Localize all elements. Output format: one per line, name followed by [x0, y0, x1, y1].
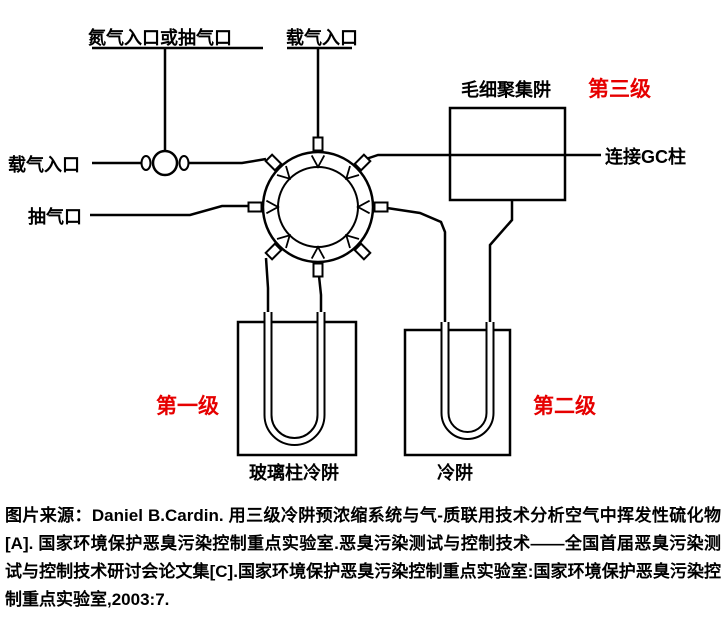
label-cold-trap: 冷阱: [437, 463, 473, 483]
label-carrier-inlet-left: 载气入口: [8, 155, 80, 175]
three-way-valve-icon: [140, 149, 267, 177]
eight-port-valve-icon: [247, 136, 389, 278]
carrier-top-line: [287, 46, 352, 146]
tube-extension-lines: [264, 200, 514, 326]
label-stage1: 第一级: [156, 395, 219, 418]
gc-column-line: [365, 153, 601, 161]
caption-source: 图片来源：Daniel B.Cardin. 用三级冷阱预浓缩系统与气-质联用技术…: [5, 506, 721, 609]
nitrogen-inlet-line: [92, 46, 263, 152]
pump-port-line: [90, 204, 252, 217]
label-stage2: 第二级: [533, 395, 596, 418]
stage2-u-tube: [440, 322, 495, 440]
valve-port-stubs: [247, 136, 389, 278]
label-capillary-trap: 毛细聚集阱: [461, 80, 551, 100]
label-stage3: 第三级: [588, 78, 651, 101]
stage1-u-tube: [263, 312, 326, 446]
diagram-canvas: [90, 46, 601, 457]
stage1-trap-box: [236, 320, 358, 457]
label-glass-column-trap: 玻璃柱冷阱: [249, 463, 339, 483]
label-gc-column: 连接GC柱: [605, 147, 686, 167]
valve-channel-chevrons: [265, 154, 371, 260]
label-pump-port: 抽气口: [28, 207, 82, 227]
label-carrier-inlet-top: 载气入口: [286, 28, 358, 48]
label-nitrogen-inlet: 氮气入口或抽气口: [88, 28, 232, 48]
